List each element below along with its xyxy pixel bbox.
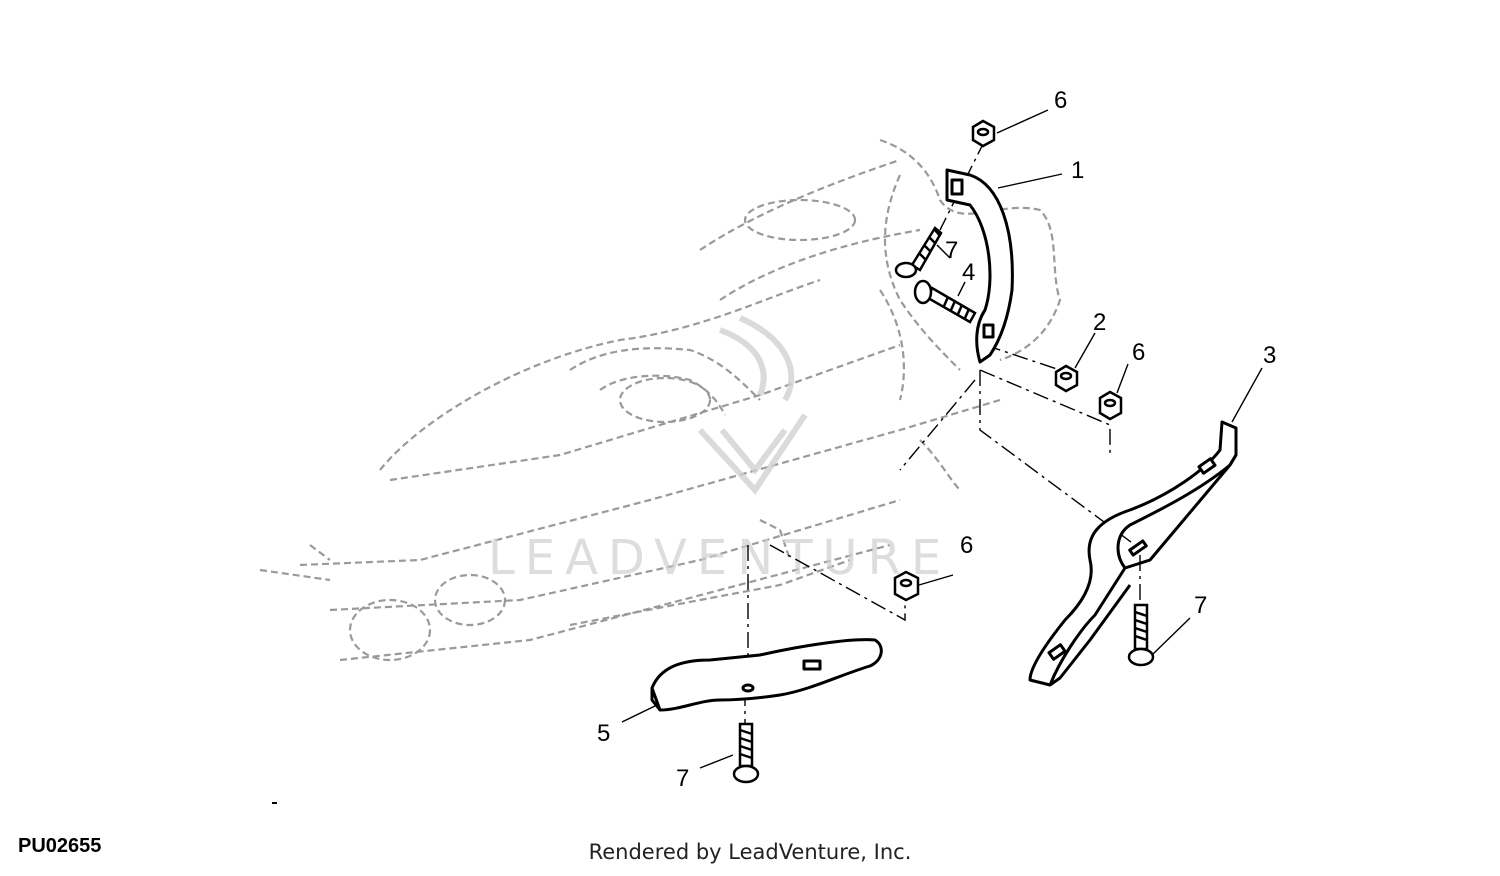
callout-1: 1 <box>1071 157 1084 184</box>
callout-2: 2 <box>1093 309 1106 336</box>
part-bracket-1 <box>945 168 1014 364</box>
render-credit: Rendered by LeadVenture, Inc. <box>588 840 912 864</box>
watermark-logo <box>697 315 808 495</box>
part-plate-5 <box>650 638 883 712</box>
figure-id: PU02655 <box>18 835 102 857</box>
callout-4: 4 <box>962 259 975 286</box>
part-nut-2 <box>1054 364 1079 393</box>
callout-7-right: 7 <box>1194 592 1207 619</box>
part-bolt-4 <box>913 279 977 324</box>
part-bracket-3 <box>1028 420 1238 687</box>
leader-lines <box>621 109 1263 769</box>
watermark-text: LEADVENTURE <box>488 530 951 586</box>
part-nut-6-right <box>1098 390 1123 421</box>
part-nut-6-top <box>971 119 996 148</box>
part-nut-6-bottom <box>893 570 920 602</box>
callout-6-bottom: 6 <box>960 532 973 559</box>
callout-6-right: 6 <box>1132 339 1145 366</box>
part-bolt-7-bottom <box>732 722 760 784</box>
part-bolt-7-right <box>1127 603 1155 667</box>
callout-7-bottom: 7 <box>676 765 689 792</box>
callout-6-top: 6 <box>1054 87 1067 114</box>
callout-3: 3 <box>1263 342 1276 369</box>
part-bolt-7-top <box>894 226 943 279</box>
callout-5: 5 <box>597 720 610 747</box>
callout-7-top: 7 <box>945 237 958 264</box>
ghost-deck-outline <box>259 138 1062 662</box>
